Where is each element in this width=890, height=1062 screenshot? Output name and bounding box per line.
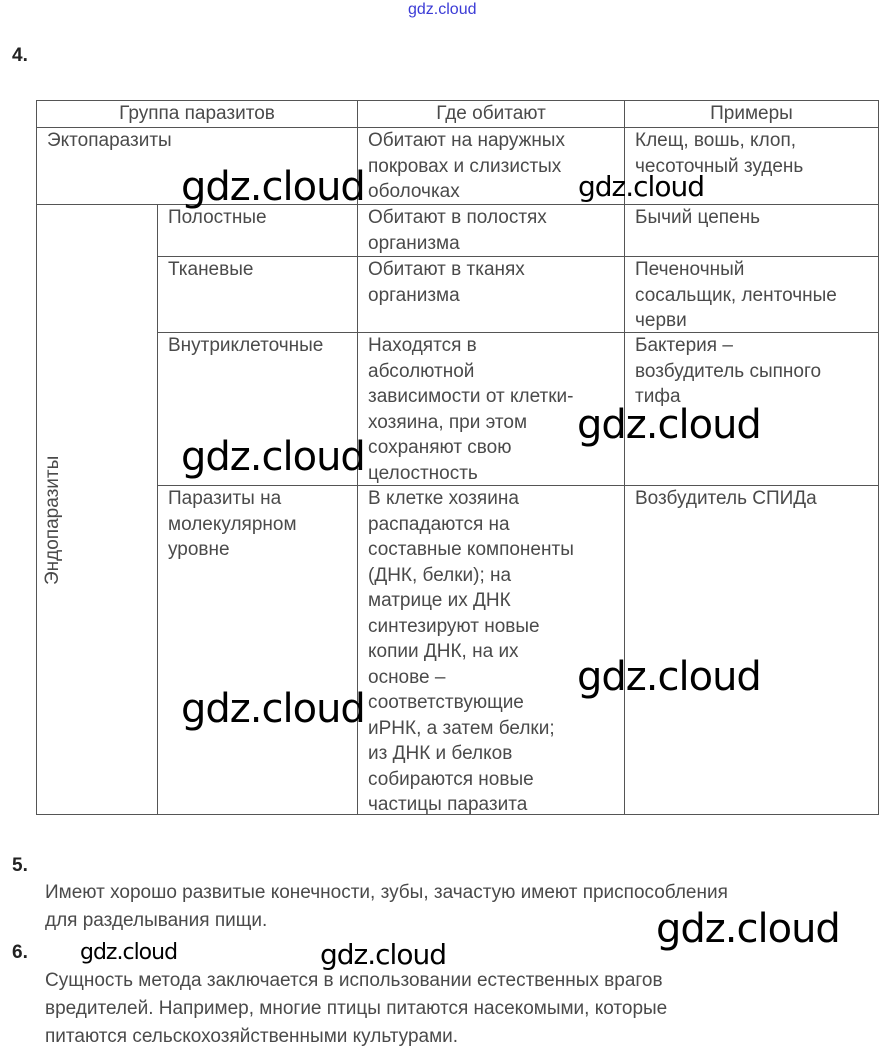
header-examples: Примеры [624, 100, 879, 128]
top-watermark-link[interactable]: gdz.cloud [408, 1, 477, 18]
endo-examples: Печеночный сосальщик, ленточные черви [624, 256, 879, 333]
endo-where: Обитают в тканях организма [357, 256, 625, 333]
endo-group: Тканевые [157, 256, 358, 333]
header-group: Группа паразитов [36, 100, 358, 128]
question-6-number: 6. [12, 942, 28, 963]
watermark: gdz.cloud [320, 938, 447, 971]
watermark: gdz.cloud [577, 654, 762, 700]
question-6-answer: Сущность метода заключается в использова… [45, 970, 668, 1047]
ecto-examples: Клещ, вошь, клоп, чесоточный зудень [624, 127, 879, 205]
endo-where: В клетке хозяина распадаются на составны… [357, 485, 625, 815]
endo-examples: Бактерия – возбудитель сыпного тифа [624, 332, 879, 486]
question-5-answer: Имеют хорошо развитые конечности, зубы, … [45, 882, 728, 931]
question-5-number: 5. [12, 855, 28, 876]
endo-group: Полостные [157, 204, 358, 257]
watermark: gdz.cloud [181, 434, 366, 480]
watermark: gdz.cloud [578, 170, 705, 203]
endo-where: Находятся в абсолютной зависимости от кл… [357, 332, 625, 486]
watermark: gdz.cloud [577, 402, 762, 448]
endo-examples: Бычий цепень [624, 204, 879, 257]
watermark: gdz.cloud [656, 906, 841, 952]
endo-examples: Возбудитель СПИДа [624, 485, 879, 815]
question-4-number: 4. [12, 45, 28, 66]
header-where: Где обитают [357, 100, 625, 128]
endo-group: Паразиты на молекулярном уровне [157, 485, 358, 815]
watermark: gdz.cloud [80, 940, 178, 965]
endo-label: Эндопаразиты [42, 455, 63, 585]
watermark: gdz.cloud [181, 686, 366, 732]
endo-where: Обитают в полостях организма [357, 204, 625, 257]
ecto-where: Обитают на наружных покровах и слизистых… [357, 127, 625, 205]
watermark: gdz.cloud [181, 164, 366, 210]
